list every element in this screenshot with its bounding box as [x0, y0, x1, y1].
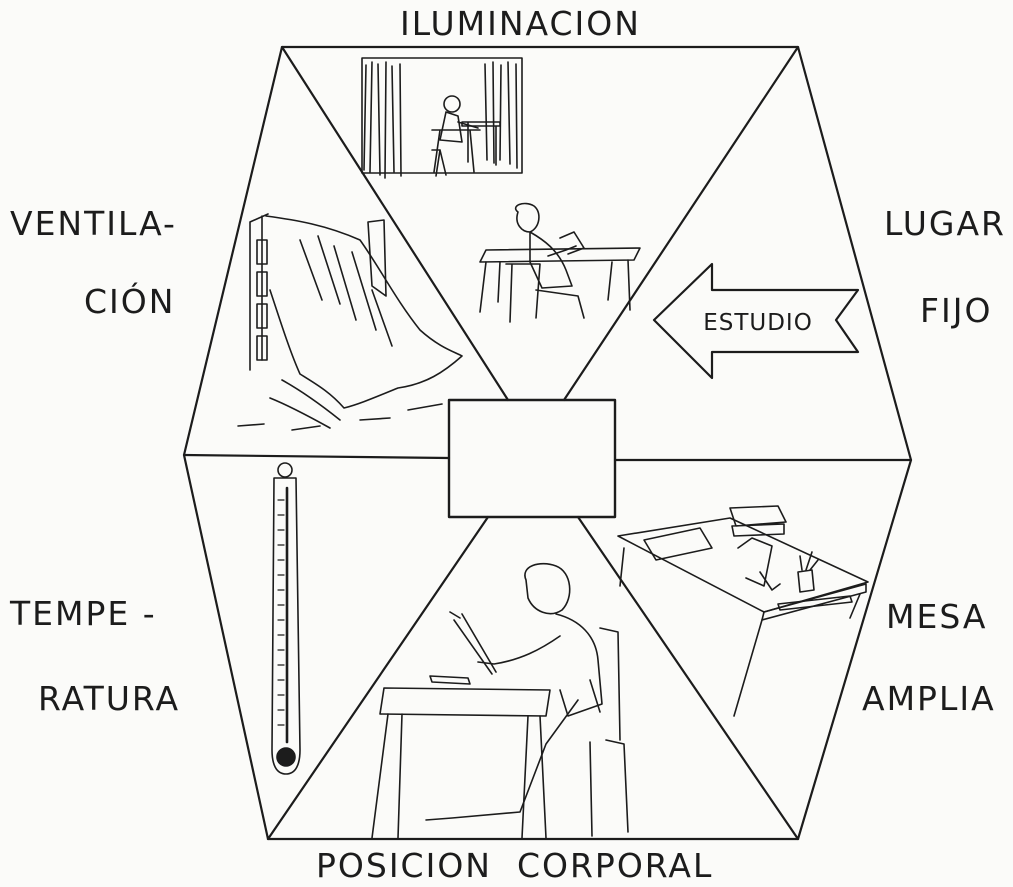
study-arrow-label: ESTUDIO — [703, 310, 813, 336]
seated-posture-icon — [371, 562, 629, 839]
open-window-curtain-icon — [237, 213, 463, 431]
label-temperature-line2: RATURA — [38, 679, 181, 718]
divider-diagonal-bottom-right — [576, 515, 800, 841]
divider-diagonal-top-right — [562, 45, 800, 402]
label-fixed-place-line1: LUGAR — [884, 204, 1006, 243]
label-wide-table-line1: MESA — [886, 597, 988, 636]
label-body-posture: POSICION CORPORAL — [316, 846, 714, 885]
divider-diagonal-top-left — [280, 45, 510, 402]
study-arrow: ESTUDIO — [652, 262, 860, 380]
divider-left — [182, 453, 451, 460]
label-fixed-place-line2: FIJO — [920, 291, 993, 330]
center-box — [447, 398, 617, 519]
thermometer-icon — [271, 462, 301, 775]
hexagon-outline — [182, 45, 913, 841]
label-ventilation-line1: VENTILA- — [10, 204, 177, 243]
label-ventilation-line2: CIÓN — [84, 282, 176, 321]
lamp-lit-study-desk-icon — [361, 57, 523, 179]
label-temperature-line1: TEMPE - — [10, 594, 157, 633]
divider-diagonal-bottom-left — [266, 515, 490, 841]
label-lighting: ILUMINACION — [400, 4, 641, 43]
student-at-desk-icon — [479, 202, 641, 323]
wide-table-with-books-icon — [617, 505, 869, 717]
label-wide-table-line2: AMPLIA — [862, 679, 996, 718]
